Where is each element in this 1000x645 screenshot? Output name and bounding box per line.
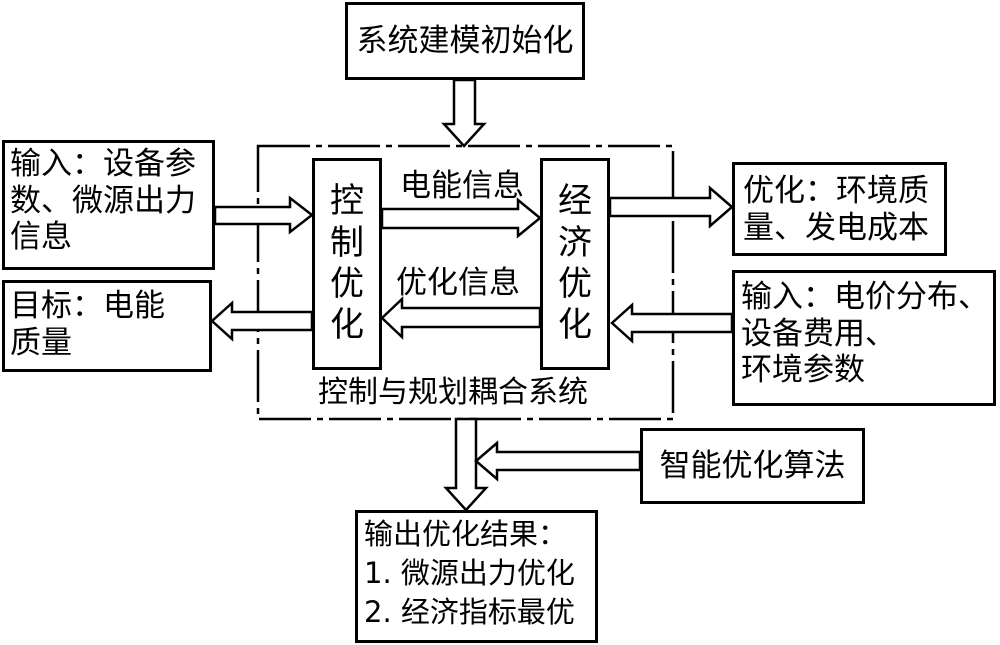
input-right-line2: 设备费用、 [741,315,896,352]
algorithm-box: 智能优化算法 [640,428,865,504]
output-line1: 输出优化结果： [364,517,568,551]
coupled-system-label: 控制与规划耦合系统 [318,375,588,410]
arrow-power-info [380,197,542,239]
economic-char-4: 化 [558,305,592,346]
optimize-right-line1: 优化：环境质 [743,173,929,209]
economic-char-3: 优 [558,264,592,304]
output-line3: 2. 经济指标最优 [364,594,575,629]
control-char-3: 优 [330,264,364,304]
economic-box-text: 经 济 优 化 [543,161,607,367]
output-line2: 1. 微源出力优化 [364,555,575,590]
economic-char-1: 经 [558,181,592,222]
init-box-text: 系统建模初始化 [356,22,574,59]
arrow-system-to-output [443,417,489,512]
input-right-line3: 环境参数 [741,352,865,389]
control-char-4: 化 [330,305,364,346]
optimize-right-line2: 量、发电成本 [743,209,929,246]
algorithm-box-text: 智能优化算法 [659,447,846,484]
arrow-control-to-goal [210,300,314,342]
arrow-input-to-economic [610,302,734,344]
input-left-line3: 信息 [10,219,72,256]
opt-info-label: 优化信息 [396,265,520,301]
economic-char-2: 济 [558,222,592,263]
arrow-input-to-control [213,195,315,235]
control-char-2: 制 [330,222,364,263]
goal-left-line2: 质量 [10,324,72,361]
power-info-label: 电能信息 [400,168,524,204]
goal-left-box: 目标：电能 质量 [2,280,212,372]
control-box-text: 控 制 优 化 [315,161,379,367]
economic-box: 经 济 优 化 [540,158,610,370]
arrow-economic-to-optimize [608,185,734,229]
coupled-system-frame [256,144,675,421]
goal-left-line1: 目标：电能 [10,288,165,324]
init-box: 系统建模初始化 [345,2,585,80]
input-left-box: 输入：设备参 数、微源出力 信息 [2,140,215,270]
arrow-opt-info [380,296,542,340]
input-right-line1: 输入：电价分布、 [741,279,989,315]
input-left-line2: 数、微源出力 [10,182,196,219]
input-right-box: 输入：电价分布、 设备费用、 环境参数 [732,270,996,406]
control-char-1: 控 [330,181,364,222]
input-left-line1: 输入：设备参 [10,146,196,182]
arrow-algorithm-to-output [474,440,642,482]
control-box: 控 制 优 化 [312,158,382,370]
optimize-right-box: 优化：环境质 量、发电成本 [732,162,947,256]
arrow-init-to-system [441,78,487,148]
output-box: 输出优化结果： 1. 微源出力优化 2. 经济指标最优 [355,510,598,643]
